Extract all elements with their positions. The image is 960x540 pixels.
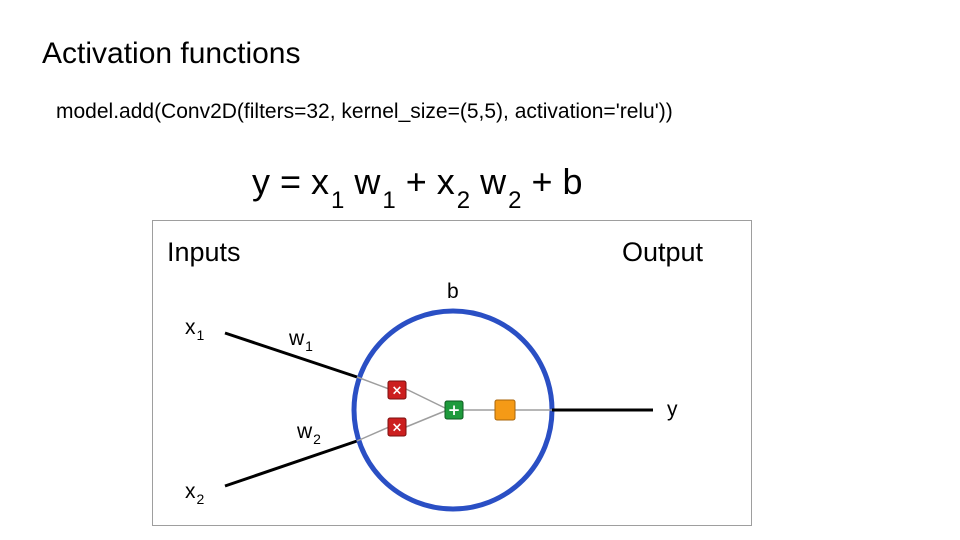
inner-line-mult2-add [405,410,446,428]
multiply-symbol-1: × [392,384,403,399]
equation-plus-b: + b [521,161,583,202]
equation-sub-x2: 2 [456,187,471,214]
equation: y = x1 w1 + x2 w2 + b [252,160,583,214]
inputs-label: Inputs [167,237,241,267]
w2-base: w [297,420,313,443]
inner-line-x2 [356,426,390,442]
w1-sub: 1 [305,338,313,354]
multiply-icon: × [387,380,407,400]
activation-icon [494,399,516,421]
output-label: Output [622,237,704,267]
x1-sub: 1 [196,327,205,343]
input-x1-label: x1 [185,316,204,342]
add-icon: + [444,400,464,420]
x2-sub: 2 [196,491,205,507]
inner-line-x1 [356,376,390,390]
input-line-x2 [224,439,358,488]
code-line: model.add(Conv2D(filters=32, kernel_size… [56,100,673,123]
weight-w2-label: w2 [297,420,321,446]
w1-base: w [289,327,305,350]
equation-w1: w [344,161,381,202]
equation-plus-x2: + x [395,161,455,202]
equation-y-x: y = x [252,161,330,202]
bias-label: b [447,280,459,303]
equation-w2: w [470,161,507,202]
equation-sub-w1: 1 [382,187,396,214]
add-symbol: + [448,401,461,419]
x2-base: x [185,480,196,503]
equation-sub-x1: 1 [331,187,345,214]
neuron-diagram-graphic: × × + [224,308,653,512]
inner-line-mult1-add [405,388,446,409]
slide-title: Activation functions [42,37,301,70]
input-x2-label: x2 [185,480,204,506]
equation-sub-w2: 2 [508,187,522,214]
output-y-label: y [667,398,678,421]
neuron-diagram: × × + Inputs Output b x1 x2 w1 w2 y [152,220,752,526]
x1-base: x [185,316,196,339]
w2-sub: 2 [313,431,321,447]
weight-w1-label: w1 [289,327,313,353]
multiply-symbol-2: × [392,421,403,436]
input-line-x1 [224,331,358,379]
multiply-icon: × [387,417,407,437]
